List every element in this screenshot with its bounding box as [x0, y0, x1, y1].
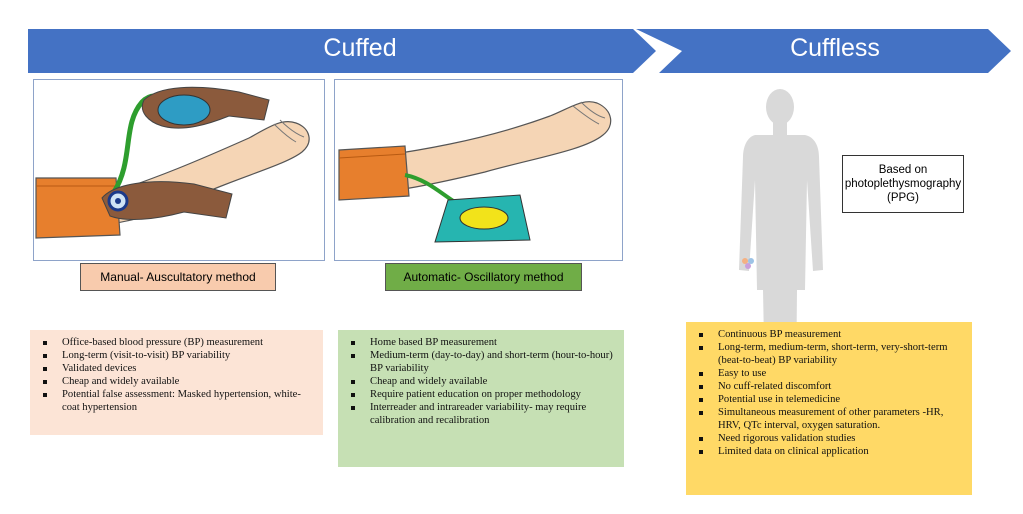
- automatic-list-item: Interreader and intrareader variability-…: [348, 402, 614, 427]
- smartwatch-icon: [742, 258, 754, 269]
- automatic-list-item: Home based BP measurement: [348, 337, 614, 350]
- manual-illustration: [35, 86, 310, 239]
- cuffless-list-item: Need rigorous validation studies: [696, 433, 962, 446]
- manual-list-item: Long-term (visit-to-visit) BP variabilit…: [40, 350, 313, 363]
- cuffless-list-item: Potential use in telemedicine: [696, 394, 962, 407]
- cuffed-title: Cuffed: [323, 34, 397, 62]
- cuffless-list-item: Long-term, medium-term, short-term, very…: [696, 342, 962, 367]
- manual-method-label: Manual- Auscultatory method: [80, 263, 276, 291]
- ppg-description-box: Based on photoplethysmography (PPG): [842, 155, 964, 213]
- automatic-list-item: Medium-term (day-to-day) and short-term …: [348, 350, 614, 375]
- automatic-illustration: [338, 101, 612, 243]
- manual-illustration-panel: [33, 79, 325, 261]
- cuffless-title: Cuffless: [790, 34, 880, 62]
- arm-icon: [349, 101, 612, 197]
- automatic-list-item: Require patient education on proper meth…: [348, 389, 614, 402]
- ppg-text: Based on photoplethysmography (PPG): [844, 164, 962, 204]
- manual-list-item: Validated devices: [40, 363, 313, 376]
- automatic-list-item: Cheap and widely available: [348, 376, 614, 389]
- automatic-method-label: Automatic- Oscillatory method: [385, 263, 582, 291]
- manual-list-item: Cheap and widely available: [40, 376, 313, 389]
- manual-features-list: Office-based blood pressure (BP) measure…: [30, 330, 323, 435]
- bp-cuff-icon: [338, 145, 410, 201]
- cuffed-arrow: [28, 29, 656, 73]
- cuffless-list-item: Easy to use: [696, 368, 962, 381]
- cuffless-list-item: No cuff-related discomfort: [696, 381, 962, 394]
- bp-cuff-icon: [35, 177, 121, 239]
- cuffless-list-item: Limited data on clinical application: [696, 446, 962, 459]
- manual-list-item: Office-based blood pressure (BP) measure…: [40, 337, 313, 350]
- cuffless-list-item: Continuous BP measurement: [696, 329, 962, 342]
- cuffless-list-item: Simultaneous measurement of other parame…: [696, 407, 962, 432]
- header-banner: [28, 29, 1011, 73]
- cuffless-arrow: [636, 29, 1011, 73]
- cuffless-illustration: [739, 89, 823, 495]
- manual-list-item: Potential false assessment: Masked hyper…: [40, 389, 313, 414]
- human-silhouette-icon: [739, 89, 823, 495]
- inflation-bulb-icon: [157, 94, 211, 126]
- automatic-illustration-panel: [334, 79, 623, 261]
